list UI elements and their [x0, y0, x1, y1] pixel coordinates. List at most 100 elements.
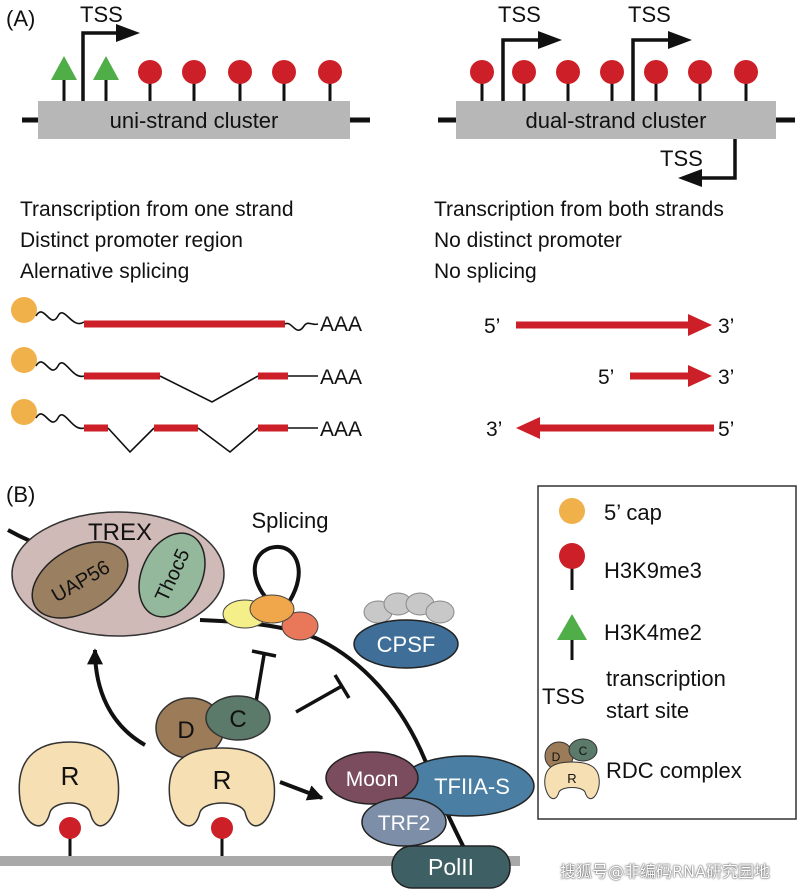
polii-protein	[391, 845, 511, 889]
h3k9me3-icon	[272, 60, 296, 101]
cutoff-label: C	[229, 706, 246, 733]
transcript-arrowhead-icon	[516, 417, 540, 439]
trf2-protein	[361, 797, 447, 847]
h3k9me3-icon	[512, 60, 536, 101]
h3k9me3-icon	[644, 60, 668, 101]
dual-desc-2: No distinct promoter	[434, 229, 622, 252]
cap-icon	[559, 498, 585, 524]
inhibition-splicing-icon	[251, 649, 277, 709]
h3k9me3-icon	[734, 60, 758, 101]
spliceosome-icon	[222, 594, 319, 641]
dual-strand-tss-label-1: TSS	[498, 2, 541, 27]
rdc-rhino-label: R	[213, 765, 232, 795]
end-5-label: 5’	[484, 315, 500, 338]
splicing-loop	[252, 544, 301, 605]
dual-desc-1: Transcription from both strands	[434, 198, 724, 221]
polya-label: AAA	[320, 366, 362, 389]
rhino-label: R	[61, 761, 80, 791]
h3k4me2-icon	[557, 614, 587, 640]
legend-tss-symbol: TSS	[542, 684, 585, 709]
inhibition-cpsf-icon	[295, 674, 351, 714]
transcript-forward-short: 5’ 3’	[598, 365, 734, 389]
uni-desc-1: Transcription from one strand	[20, 198, 294, 221]
cutoff-protein	[205, 695, 271, 741]
h3k9me3-icon	[211, 817, 233, 839]
cpsf-complex: CPSF	[353, 592, 459, 669]
uni-strand-cluster-box	[38, 101, 350, 139]
h3k9me3-icon	[688, 60, 712, 101]
tss-arrow-icon	[501, 38, 540, 101]
rdc-complex: D C R	[155, 695, 276, 856]
dual-strand-cluster-label: dual-strand cluster	[526, 108, 707, 133]
tss-arrowhead-icon	[678, 169, 702, 187]
cpsf-label: CPSF	[377, 632, 436, 657]
legend-rdc-c: C	[579, 744, 588, 758]
transcript-spliced-1: AAA	[11, 347, 362, 403]
dual-strand-cluster-group: dual-strand cluster TSS TSS TSS	[438, 2, 795, 187]
uni-strand-cluster-group: uni-strand cluster TSS	[22, 2, 370, 139]
legend-tss-desc-1: transcription	[606, 666, 726, 691]
transcript-arrowhead-icon	[688, 314, 712, 336]
polya-label: AAA	[320, 313, 362, 336]
legend-rdc-label: RDC complex	[606, 758, 742, 783]
end-5-label: 5’	[598, 366, 614, 389]
legend-h3k4me2-label: H3K4me2	[604, 620, 702, 645]
thoc5-protein	[138, 532, 206, 618]
h3k9me3-icon	[182, 60, 206, 101]
dual-strand-tss-label-3: TSS	[660, 146, 703, 171]
dual-strand-cluster-box	[456, 101, 776, 139]
polya-label: AAA	[320, 418, 362, 441]
transcript-arrowhead-icon	[688, 365, 712, 387]
rdc-legend-cutoff	[568, 738, 598, 762]
trf2-label: TRF2	[378, 812, 431, 835]
polii-label: PolII	[428, 854, 474, 880]
legend-tss-desc-2: start site	[606, 698, 689, 723]
trex-complex: TREX UAP56 Thoc5	[11, 511, 225, 637]
end-3-label: 3’	[718, 366, 734, 389]
h3k9me3-icon	[470, 60, 494, 101]
h3k9me3-icon	[59, 817, 81, 839]
h3k9me3-icon	[556, 60, 580, 101]
h3k9me3-icon	[559, 543, 585, 569]
end-3-label: 3’	[486, 418, 502, 441]
cap-icon	[11, 399, 37, 425]
legend-h3k9me3-label: H3K9me3	[604, 558, 702, 583]
transcription-machinery: TFIIA-S Moon TRF2 PolII	[325, 751, 535, 889]
cap-icon	[11, 297, 37, 323]
rhino-protein: R	[18, 741, 120, 856]
transcript-reverse: 3’ 5’	[486, 417, 734, 441]
chromatin-baseline	[0, 856, 520, 866]
cap-icon	[11, 347, 37, 373]
splicing-label: Splicing	[251, 508, 328, 533]
panel-a-label: (A)	[6, 6, 35, 31]
legend-cap-label: 5’ cap	[604, 500, 662, 525]
h3k9me3-icon	[600, 60, 624, 101]
panel-b-label: (B)	[6, 482, 35, 507]
recruit-arrow-icon	[279, 780, 324, 801]
moon-label: Moon	[346, 768, 399, 791]
end-5-label: 5’	[718, 418, 734, 441]
tss-arrowhead-icon	[538, 31, 562, 49]
h3k4me2-icon	[93, 56, 119, 101]
uni-strand-tss-label: TSS	[80, 2, 123, 27]
moon-protein	[325, 751, 419, 805]
h3k9me3-icon	[228, 60, 252, 101]
export-arrow-icon	[87, 648, 146, 747]
rdc-legend-rhino	[544, 761, 600, 800]
legend-rdc-r: R	[567, 771, 576, 786]
transcript-unspliced: AAA	[11, 297, 362, 336]
h3k4me2-icon	[51, 56, 77, 101]
end-3-label: 3’	[718, 315, 734, 338]
deadlock-label: D	[177, 717, 194, 744]
uni-desc-2: Distinct promoter region	[20, 229, 243, 252]
tfiia-s-label: TFIIA-S	[434, 774, 510, 799]
watermark-text: 搜狐号@非编码RNA研究园地	[560, 862, 771, 881]
tss-arrowhead-icon	[116, 24, 140, 42]
tss-reverse-arrow-icon	[700, 139, 737, 180]
uni-strand-cluster-label: uni-strand cluster	[110, 108, 279, 133]
legend: 5’ cap H3K9me3 H3K4me2 TSS transcription…	[537, 485, 797, 820]
uni-desc-3: Alernative splicing	[20, 260, 189, 283]
transcript-forward-long: 5’ 3’	[484, 314, 734, 338]
